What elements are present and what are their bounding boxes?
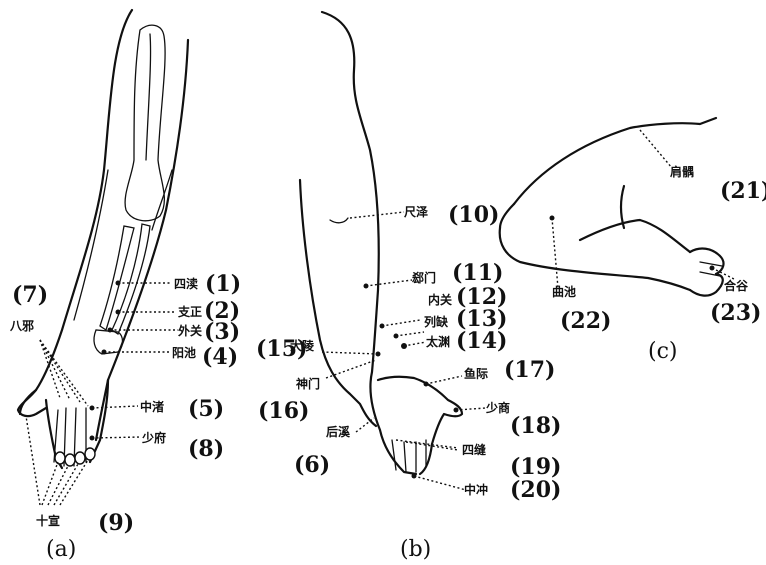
point-name-12: 内关 xyxy=(428,292,452,307)
panel-c-point-dots xyxy=(550,216,715,271)
point-name-14: 太渊 xyxy=(426,334,450,349)
point-number-1: (1) xyxy=(205,271,241,297)
panel-c-leader-lines xyxy=(552,130,736,288)
point-name-17: 鱼际 xyxy=(464,366,488,381)
point-number-6: (6) xyxy=(294,452,330,478)
point-name-21: 肩髃 xyxy=(670,164,694,179)
point-name-6: 后溪 xyxy=(326,424,351,439)
point-name-1: 四渎 xyxy=(174,276,198,291)
point-number-7: (7) xyxy=(12,282,48,308)
point-number-21: (21) xyxy=(720,178,766,204)
point-name-23: 合谷 xyxy=(724,278,749,293)
point-number-9: (9) xyxy=(98,510,134,536)
point-name-2: 支正 xyxy=(177,304,202,319)
point-number-10: (10) xyxy=(448,202,499,228)
panel-b-arm-illustration xyxy=(300,12,462,474)
point-number-22: (22) xyxy=(560,308,611,334)
point-number-3: (3) xyxy=(204,319,240,345)
point-number-14: (14) xyxy=(456,328,507,354)
point-number-20: (20) xyxy=(510,477,561,503)
point-name-7: 八邪 xyxy=(9,319,34,333)
point-name-22: 曲池 xyxy=(552,284,576,299)
point-name-19: 四缝 xyxy=(462,442,486,457)
panel-label-c: (c) xyxy=(648,339,678,364)
point-name-13: 列缺 xyxy=(424,314,449,329)
point-name-3: 外关 xyxy=(178,323,202,338)
point-name-9: 十宣 xyxy=(36,513,60,528)
point-number-8: (8) xyxy=(188,436,224,462)
panel-a-leader-lines xyxy=(26,283,178,505)
point-name-11: 郄门 xyxy=(411,270,436,285)
point-name-20: 中冲 xyxy=(464,482,488,497)
point-name-15: 大陵 xyxy=(290,338,315,353)
point-number-18: (18) xyxy=(510,413,561,439)
point-name-4: 阳池 xyxy=(172,345,196,360)
point-name-5: 中渚 xyxy=(140,399,164,414)
panel-c-arm-illustration xyxy=(500,118,724,296)
panel-label-a: (a) xyxy=(46,537,76,562)
point-number-17: (17) xyxy=(504,357,555,383)
point-name-8: 少府 xyxy=(141,430,166,445)
point-name-18: 少商 xyxy=(485,400,510,415)
point-number-4: (4) xyxy=(202,344,238,370)
point-number-5: (5) xyxy=(188,396,224,422)
panel-label-b: (b) xyxy=(400,537,431,562)
point-name-10: 尺泽 xyxy=(404,205,428,219)
point-number-16: (16) xyxy=(258,398,309,424)
point-number-23: (23) xyxy=(710,300,761,326)
point-name-16: 神门 xyxy=(296,376,320,391)
point-number-11: (11) xyxy=(452,260,503,286)
